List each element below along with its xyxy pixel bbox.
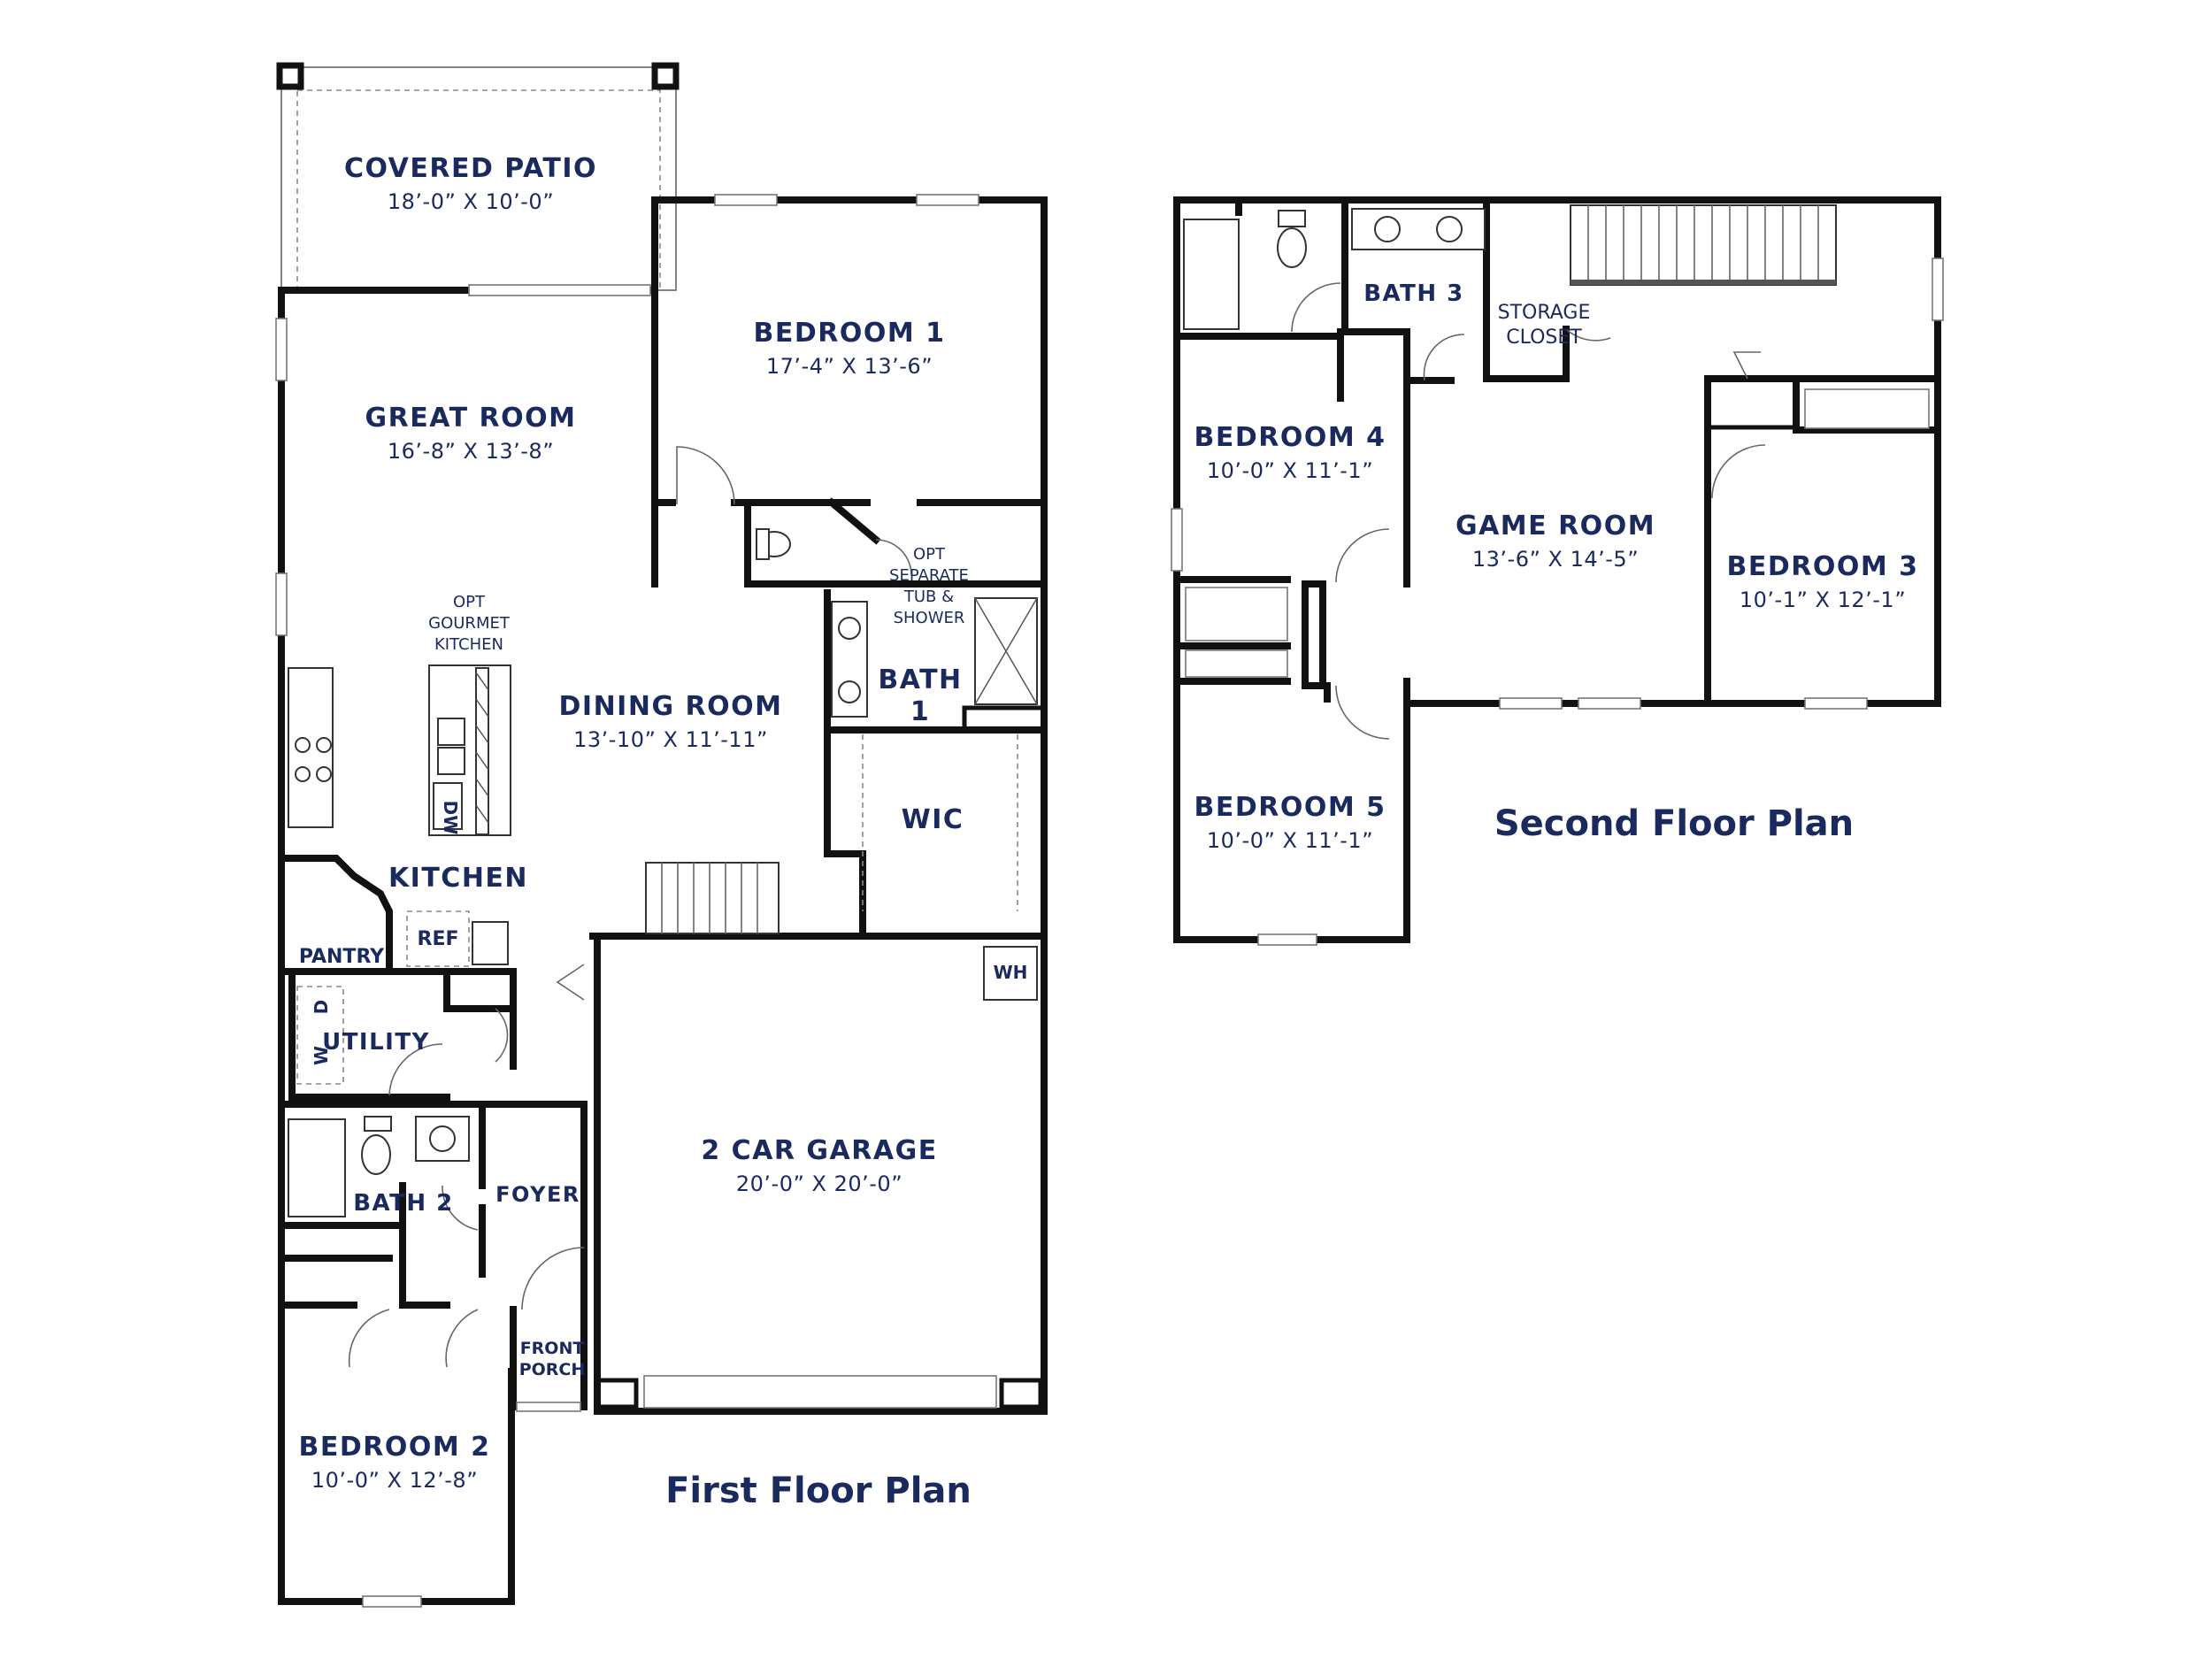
storage-line1: STORAGE	[1498, 302, 1591, 324]
first-floor-stairs	[645, 862, 780, 934]
second-floor-labels: BATH 3 STORAGE CLOSET BEDROOM 4 10’-0” X…	[1194, 280, 1918, 853]
opt-gourmet-line2: GOURMET	[428, 614, 511, 633]
bedroom2-dim: 10’-0” X 12’-8”	[311, 1468, 478, 1493]
ref-label: REF	[418, 928, 459, 950]
first-floor-windows	[275, 194, 997, 1608]
bath1-line2: 1	[910, 696, 930, 727]
bath3-label: BATH 3	[1363, 280, 1464, 307]
covered-patio-name: COVERED PATIO	[344, 153, 597, 184]
bedroom4-dim: 10’-0” X 11’-1”	[1207, 458, 1373, 483]
dining-room-dim: 13’-10” X 11’-11”	[573, 727, 768, 752]
second-floor-stairs	[1570, 204, 1837, 286]
dryer-label: D	[311, 1000, 332, 1015]
first-floor-walls	[278, 196, 1048, 1605]
first-floor-labels: COVERED PATIO 18’-0” X 10’-0” BEDROOM 1 …	[298, 153, 1027, 1511]
bedroom5-dim: 10’-0” X 11’-1”	[1207, 828, 1373, 853]
pantry-label: PANTRY	[299, 946, 385, 968]
garage-dim: 20’-0” X 20’-0”	[736, 1171, 902, 1196]
garage-name: 2 CAR GARAGE	[701, 1135, 937, 1166]
opt-gourmet-line1: OPT	[453, 593, 486, 611]
bath2-label: BATH 2	[353, 1190, 454, 1217]
bedroom3-name: BEDROOM 3	[1726, 551, 1918, 582]
second-floor-plan: BATH 3 STORAGE CLOSET BEDROOM 4 10’-0” X…	[1171, 196, 1944, 946]
covered-patio-dim: 18’-0” X 10’-0”	[388, 189, 554, 214]
great-room-dim: 16’-8” X 13’-8”	[388, 439, 554, 464]
foyer-label: FOYER	[495, 1182, 580, 1207]
bedroom1-dim: 17’-4” X 13’-6”	[766, 354, 933, 379]
opt-tub-line4: SHOWER	[894, 609, 965, 627]
second-floor-windows	[1171, 257, 1944, 946]
first-floor-title: First Floor Plan	[665, 1471, 972, 1511]
wh-label: WH	[994, 962, 1028, 983]
front-porch-line2: PORCH	[519, 1360, 586, 1379]
bath1-line1: BATH	[878, 664, 962, 695]
wic-label: WIC	[902, 804, 964, 835]
bedroom5-name: BEDROOM 5	[1194, 792, 1386, 823]
bedroom4-name: BEDROOM 4	[1194, 422, 1386, 453]
bedroom2-name: BEDROOM 2	[298, 1432, 490, 1463]
washer-label: W	[311, 1046, 332, 1065]
opt-tub-line2: SEPARATE	[889, 566, 969, 585]
utility-label: UTILITY	[322, 1029, 430, 1056]
opt-tub-line3: TUB &	[903, 588, 954, 606]
second-floor-walls	[1173, 196, 1941, 943]
great-room-name: GREAT ROOM	[365, 403, 577, 434]
storage-line2: CLOSET	[1506, 326, 1582, 349]
dw-label: DW	[440, 801, 461, 835]
bedroom3-dim: 10’-1” X 12’-1”	[1740, 588, 1906, 612]
opt-tub-line1: OPT	[913, 545, 946, 564]
bedroom1-name: BEDROOM 1	[753, 318, 945, 349]
front-porch-line1: FRONT	[520, 1339, 585, 1358]
dining-room-name: DINING ROOM	[559, 691, 783, 722]
kitchen-name: KITCHEN	[388, 863, 528, 894]
game-room-dim: 13’-6” X 14’-5”	[1472, 547, 1639, 572]
second-floor-title: Second Floor Plan	[1494, 803, 1854, 844]
first-floor-plan: COVERED PATIO 18’-0” X 10’-0” BEDROOM 1 …	[275, 62, 1048, 1608]
game-room-name: GAME ROOM	[1455, 511, 1655, 541]
opt-gourmet-line3: KITCHEN	[434, 635, 503, 654]
second-floor-fixtures	[1183, 204, 1837, 740]
first-floor-fixtures	[288, 446, 1038, 1368]
